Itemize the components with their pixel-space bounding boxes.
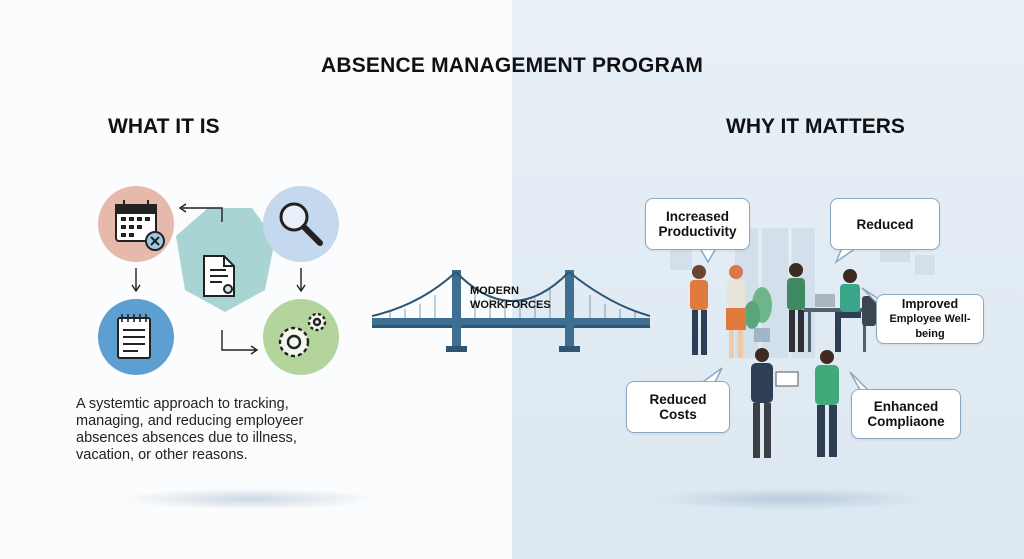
what-it-is-heading: WHAT IT IS	[108, 115, 220, 138]
bridge-label: MODERN WORKFORCES	[470, 285, 551, 311]
definition-text: A systemtic approach to tracking, managi…	[76, 396, 304, 463]
document-icon	[203, 255, 235, 297]
gears-icon	[278, 312, 327, 358]
person-red-hair	[726, 265, 746, 358]
calendar-x-icon	[115, 200, 165, 251]
magnifier-icon	[279, 202, 323, 246]
person-orange	[690, 265, 708, 355]
bridge-illustration	[371, 270, 651, 352]
plant-illustration	[744, 287, 772, 342]
bubble-reduced: Reduced	[830, 198, 940, 250]
right-floor-shadow	[650, 488, 930, 510]
page-title: ABSENCE MANAGEMENT PROGRAM	[320, 54, 704, 77]
why-it-matters-heading: WHY IT MATTERS	[726, 115, 905, 138]
person-at-desk	[835, 269, 861, 352]
cycle-arrows	[131, 203, 306, 355]
left-floor-shadow	[120, 488, 380, 510]
desk-illustration	[804, 294, 876, 352]
person-navy	[751, 348, 799, 458]
person-green-bearded	[815, 350, 839, 457]
person-green-standing	[787, 263, 805, 352]
notepad-icon	[117, 314, 151, 359]
